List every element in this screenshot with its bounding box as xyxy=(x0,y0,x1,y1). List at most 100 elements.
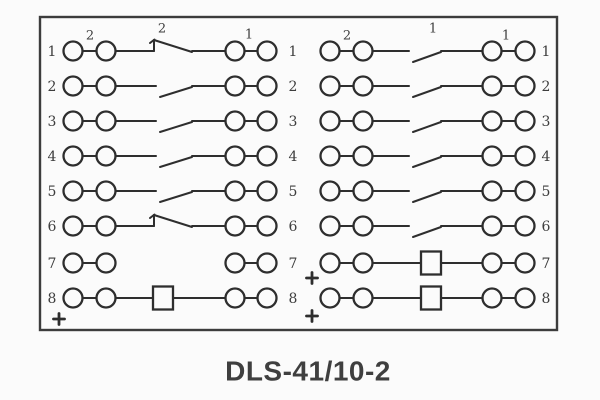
coil-rect xyxy=(151,285,175,311)
row-number-right: 2 xyxy=(542,79,551,95)
terminal-circle xyxy=(514,75,536,97)
terminal-circle xyxy=(352,252,374,274)
terminal-circle xyxy=(319,215,341,237)
terminal-circle xyxy=(62,75,84,97)
terminal-circle xyxy=(95,110,117,132)
terminal-circle xyxy=(514,287,536,309)
terminal-circle xyxy=(481,180,503,202)
terminal-circle xyxy=(62,145,84,167)
terminal-circle xyxy=(319,145,341,167)
row-number-middle: 1 xyxy=(289,44,298,60)
terminal-circle xyxy=(514,180,536,202)
terminal-circle xyxy=(256,40,278,62)
terminal-circle xyxy=(352,145,374,167)
switch-blade xyxy=(153,214,193,228)
switch-blade xyxy=(159,191,193,203)
contact-label: 1 xyxy=(429,22,437,37)
terminal-circle xyxy=(224,145,246,167)
terminal-circle xyxy=(224,110,246,132)
terminal-circle xyxy=(256,180,278,202)
row-number-right: 1 xyxy=(542,44,551,60)
terminal-circle xyxy=(95,215,117,237)
terminal-circle xyxy=(352,215,374,237)
diagram-frame xyxy=(38,15,559,332)
terminal-circle xyxy=(224,252,246,274)
terminal-circle xyxy=(481,110,503,132)
terminal-circle xyxy=(224,215,246,237)
row-number-middle: 5 xyxy=(289,184,298,200)
row-number-right: 4 xyxy=(542,149,551,165)
switch-blade xyxy=(159,86,193,98)
terminal-circle xyxy=(352,180,374,202)
row-number-middle: 4 xyxy=(289,149,298,165)
switch-blade xyxy=(412,191,442,203)
row-number-right: 3 xyxy=(542,114,551,130)
row-number-left: 1 xyxy=(48,44,57,60)
coil-rect xyxy=(419,250,443,276)
terminal-circle xyxy=(514,145,536,167)
row-number-middle: 2 xyxy=(289,79,298,95)
terminal-circle xyxy=(352,40,374,62)
terminal-circle xyxy=(95,75,117,97)
terminal-circle xyxy=(481,287,503,309)
switch-blade xyxy=(412,86,442,98)
terminal-circle xyxy=(62,110,84,132)
terminal-circle xyxy=(514,40,536,62)
terminal-circle xyxy=(319,180,341,202)
terminal-circle xyxy=(62,252,84,274)
terminal-circle xyxy=(319,40,341,62)
terminal-circle xyxy=(95,180,117,202)
terminal-circle xyxy=(224,40,246,62)
row-number-middle: 6 xyxy=(289,219,298,235)
switch-blade xyxy=(412,51,442,63)
terminal-circle xyxy=(319,110,341,132)
row-number-middle: 8 xyxy=(289,291,298,307)
terminal-circle xyxy=(95,40,117,62)
switch-blade xyxy=(153,39,193,53)
row-number-left: 4 xyxy=(48,149,57,165)
contact-label: 2 xyxy=(158,22,166,37)
terminal-circle xyxy=(256,110,278,132)
terminal-circle xyxy=(514,252,536,274)
terminal-circle xyxy=(481,75,503,97)
switch-blade xyxy=(159,156,193,168)
terminal-circle xyxy=(352,110,374,132)
terminal-circle xyxy=(352,287,374,309)
row-number-middle: 7 xyxy=(289,256,298,272)
terminal-circle xyxy=(481,40,503,62)
terminal-circle xyxy=(62,287,84,309)
terminal-circle xyxy=(481,252,503,274)
terminal-circle xyxy=(481,215,503,237)
coil-rect xyxy=(419,285,443,311)
row-number-left: 3 xyxy=(48,114,57,130)
row-number-left: 6 xyxy=(48,219,57,235)
contact-label: 1 xyxy=(245,28,253,43)
terminal-circle xyxy=(256,287,278,309)
model-label: DLS-41/10-2 xyxy=(225,356,391,387)
switch-blade xyxy=(159,121,193,133)
switch-blade xyxy=(412,156,442,168)
contact-label: 1 xyxy=(502,29,510,44)
terminal-circle xyxy=(62,40,84,62)
terminal-circle xyxy=(95,145,117,167)
terminal-circle xyxy=(62,180,84,202)
terminal-circle xyxy=(256,75,278,97)
terminal-circle xyxy=(256,252,278,274)
row-number-left: 8 xyxy=(48,291,57,307)
terminal-circle xyxy=(319,287,341,309)
terminal-circle xyxy=(319,75,341,97)
terminal-circle xyxy=(224,180,246,202)
terminal-circle xyxy=(256,215,278,237)
terminal-circle xyxy=(224,75,246,97)
terminal-circle xyxy=(95,252,117,274)
contact-label: 2 xyxy=(343,29,351,44)
switch-blade xyxy=(412,121,442,133)
terminal-circle xyxy=(514,110,536,132)
row-number-left: 5 xyxy=(48,184,57,200)
row-number-right: 7 xyxy=(542,256,551,272)
row-number-right: 6 xyxy=(542,219,551,235)
row-number-left: 7 xyxy=(48,256,57,272)
row-number-middle: 3 xyxy=(289,114,298,130)
